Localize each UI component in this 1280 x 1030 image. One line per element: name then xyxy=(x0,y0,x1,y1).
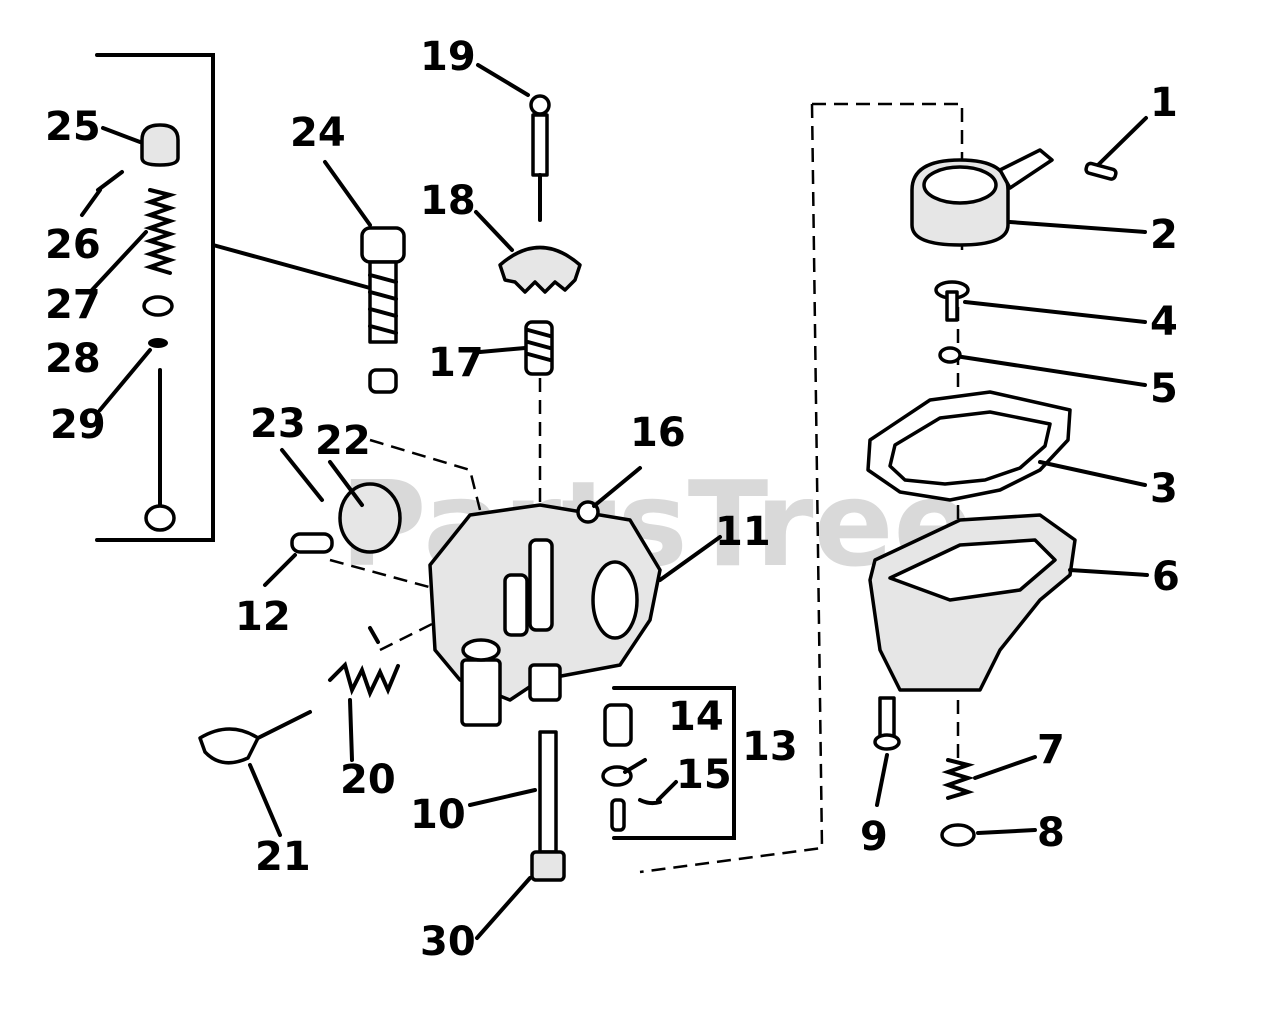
callout-1: 1 xyxy=(1150,80,1178,126)
callout-26: 26 xyxy=(45,222,101,268)
callout-29: 29 xyxy=(50,402,106,448)
part-7-spring xyxy=(941,758,975,800)
callout-labels: 1 2 3 4 5 6 7 8 9 10 11 12 13 14 15 16 1… xyxy=(45,34,1180,965)
callout-7: 7 xyxy=(1037,727,1065,773)
kit-bracket-left xyxy=(95,53,372,542)
callout-16: 16 xyxy=(630,410,686,456)
callout-23: 23 xyxy=(250,401,306,447)
callout-5: 5 xyxy=(1150,366,1178,412)
part-20-spring xyxy=(328,626,400,699)
callout-13: 13 xyxy=(742,724,798,770)
callout-17: 17 xyxy=(428,340,484,386)
callout-15: 15 xyxy=(676,752,732,798)
part-10-needle-shaft xyxy=(530,730,566,882)
part-17-spring xyxy=(524,320,554,376)
part-27-spring xyxy=(143,188,177,275)
part-shaft-plug xyxy=(144,368,176,532)
callout-19: 19 xyxy=(420,34,476,80)
callout-2: 2 xyxy=(1150,212,1178,258)
callout-30: 30 xyxy=(420,919,476,965)
callout-9: 9 xyxy=(860,814,888,860)
callout-20: 20 xyxy=(340,757,396,803)
part-5-washer xyxy=(938,346,962,364)
part-18-gear xyxy=(498,245,582,294)
part-9-screw xyxy=(873,696,901,751)
callout-28: 28 xyxy=(45,336,101,382)
callout-11: 11 xyxy=(715,509,771,555)
part-19-needle xyxy=(529,94,551,222)
callout-25: 25 xyxy=(45,104,101,150)
callout-12: 12 xyxy=(235,594,291,640)
part-24-adjusting-screw xyxy=(360,226,406,394)
leader-lines xyxy=(80,63,1149,940)
part-28-washer xyxy=(142,295,174,317)
callout-27: 27 xyxy=(45,282,101,328)
part-11-carburetor-body xyxy=(428,503,662,727)
kit-bracket-13 xyxy=(612,686,736,840)
part-22-23-disc xyxy=(338,482,402,554)
callout-22: 22 xyxy=(315,418,371,464)
part-26-pin xyxy=(96,170,124,192)
callout-8: 8 xyxy=(1037,810,1065,856)
callout-10: 10 xyxy=(410,792,466,838)
callout-3: 3 xyxy=(1150,466,1178,512)
part-1-pin xyxy=(1084,161,1118,181)
part-25-cap xyxy=(140,123,180,167)
part-21-lever xyxy=(198,710,312,765)
callout-21: 21 xyxy=(255,834,311,880)
part-29-clip xyxy=(148,338,168,348)
callout-6: 6 xyxy=(1152,554,1180,600)
part-2-float-bowl-cover xyxy=(910,148,1054,247)
callout-24: 24 xyxy=(290,110,346,156)
part-8-cap xyxy=(940,823,976,847)
part-3-gasket xyxy=(866,390,1072,502)
callout-18: 18 xyxy=(420,178,476,224)
callout-14: 14 xyxy=(668,694,724,740)
part-4-needle-valve xyxy=(934,280,970,322)
part-6-float-bowl xyxy=(868,513,1077,692)
part-12-screw xyxy=(290,532,334,554)
callout-4: 4 xyxy=(1150,299,1178,345)
